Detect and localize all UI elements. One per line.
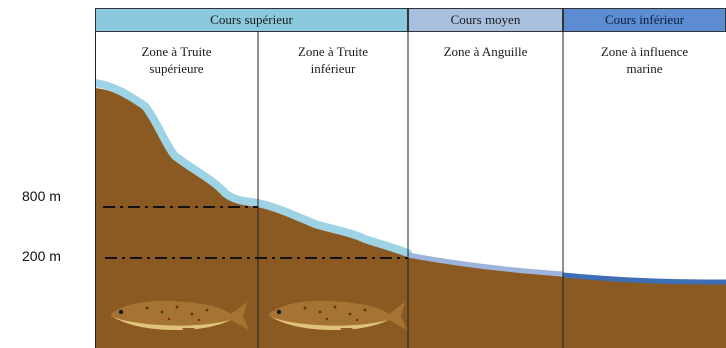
zone-truite-superieure-title: Zone à Truite supérieure [95, 43, 258, 77]
zone-truite-inferieur-title: Zone à Truite inférieur [258, 43, 408, 77]
zone-title-line: Zone à influence [563, 43, 726, 60]
zone-influence-marine-title: Zone à influence marine [563, 43, 726, 77]
altitude-200-label: 200 m [22, 248, 61, 264]
zone-title-line: Zone à Truite [95, 43, 258, 60]
header-cours-moyen: Cours moyen [408, 8, 563, 32]
header-cours-superieur: Cours supérieur [95, 8, 408, 32]
zone-title-line: Zone à Truite [258, 43, 408, 60]
zone-anguille-title: Zone à Anguille [408, 43, 563, 60]
zone-title-line: marine [563, 60, 726, 77]
zone-title-line: inférieur [258, 60, 408, 77]
altitude-axis: 800 m 200 m [0, 0, 95, 348]
altitude-800-label: 800 m [22, 188, 61, 204]
header-cours-inferieur: Cours inférieur [563, 8, 726, 32]
zone-title-line: Zone à Anguille [408, 43, 563, 60]
river-zonation-diagram: Cours supérieur Cours moyen Cours inféri… [95, 0, 726, 348]
zone-title-line: supérieure [95, 60, 258, 77]
